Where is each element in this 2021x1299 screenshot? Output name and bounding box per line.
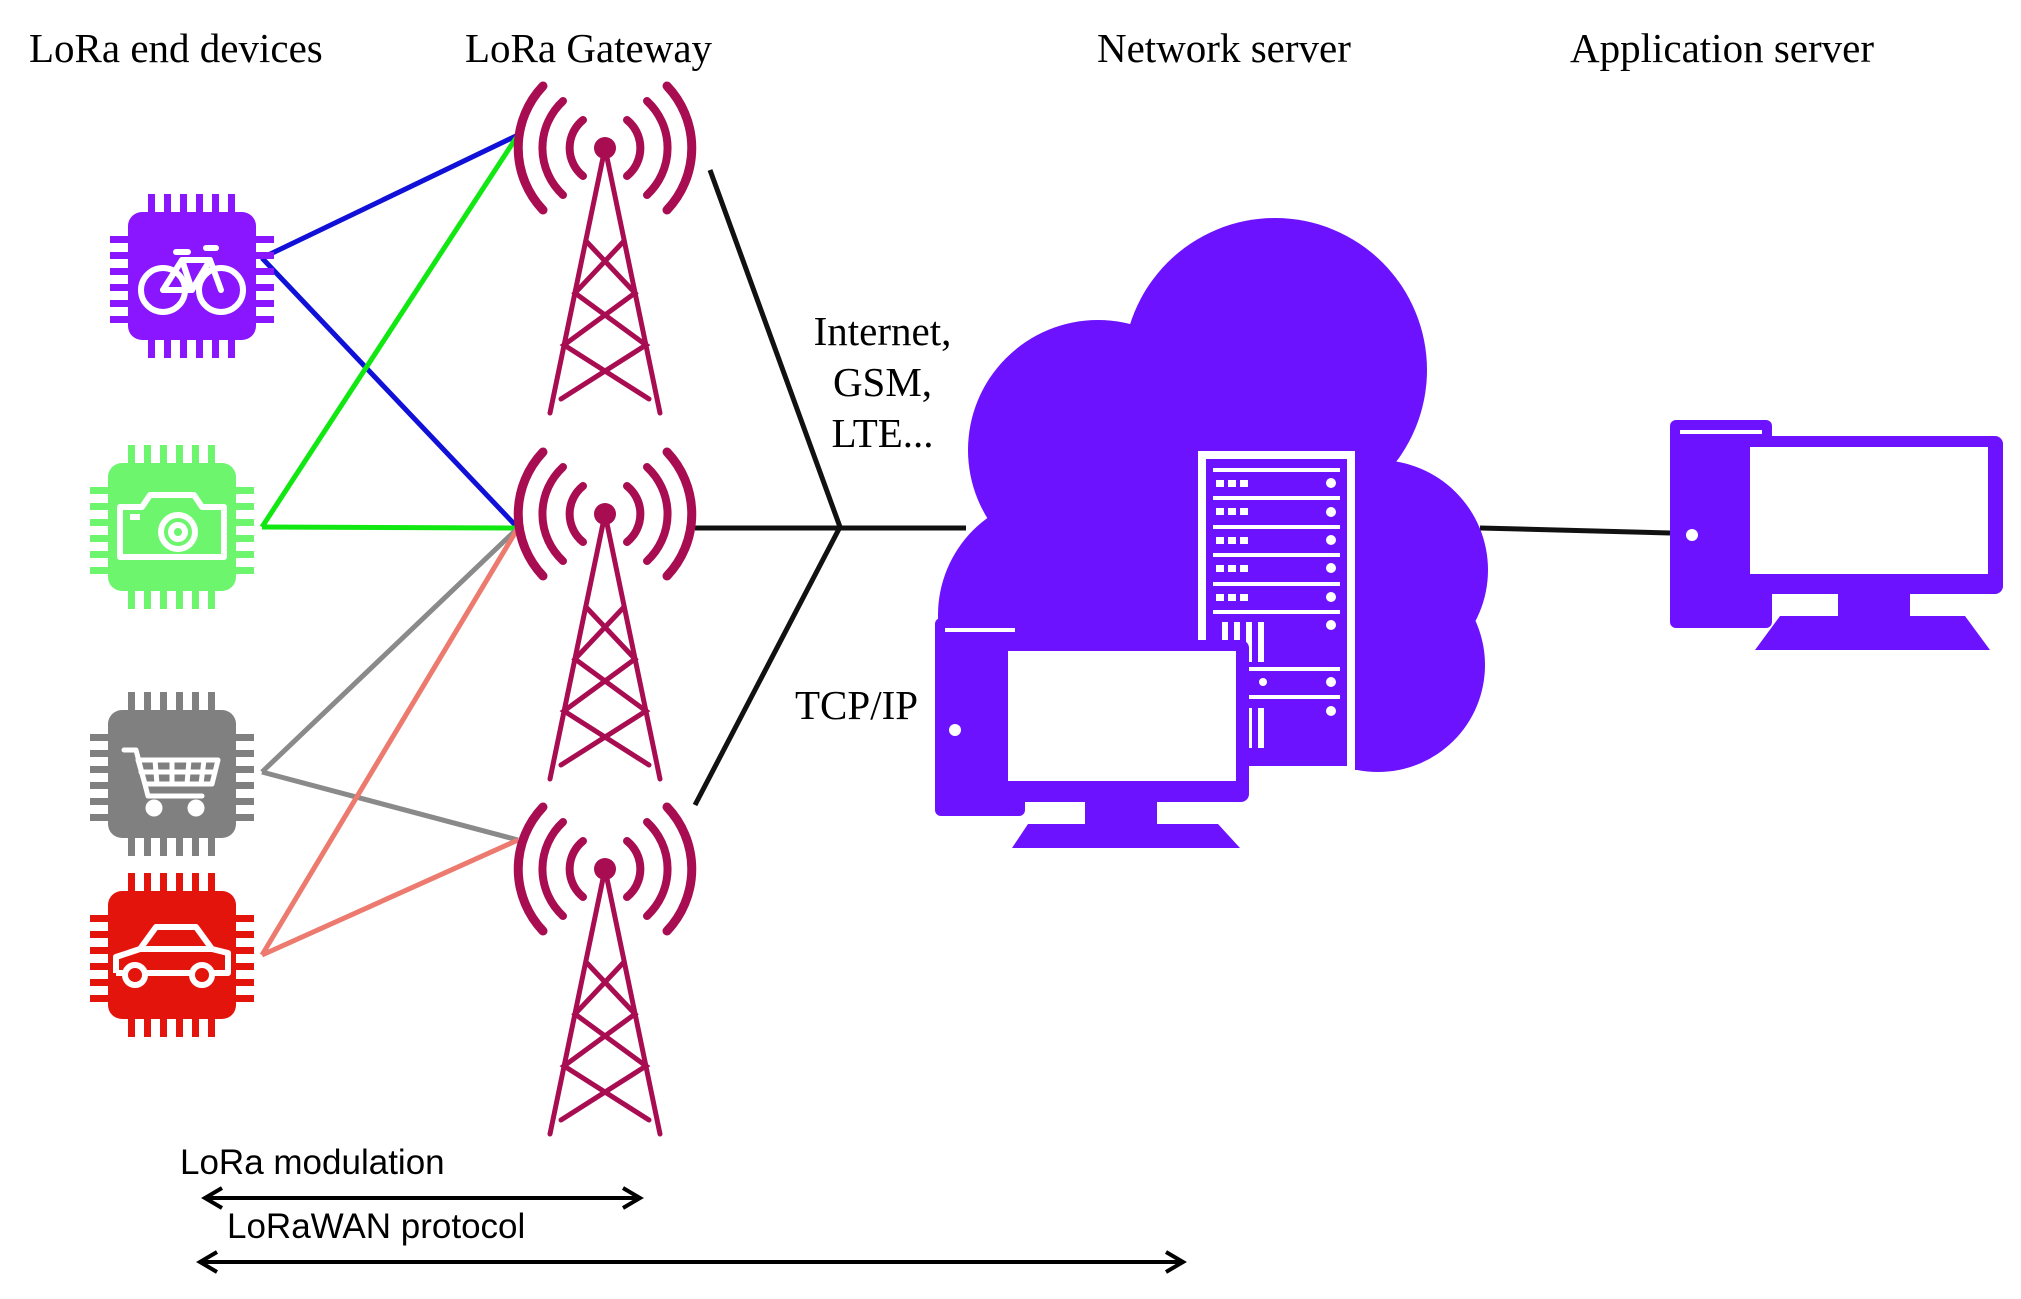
end-devices-header: LoRa end devices <box>29 25 323 71</box>
gateway-tower-2 <box>518 452 692 779</box>
device-bicycle <box>110 194 274 358</box>
link-bicycle-gateway2 <box>260 256 520 530</box>
link-camera-gateway1 <box>259 133 521 529</box>
gateway-tower-3 <box>518 807 692 1134</box>
network-server-header: Network server <box>1097 25 1351 71</box>
tcp-ip-label: TCP/IP <box>795 682 919 728</box>
link-bicycle-gateway1 <box>260 132 520 261</box>
application-workstation-icon <box>1670 420 2003 650</box>
lorawan-protocol-label: LoRaWAN protocol <box>227 1207 526 1246</box>
radio-links <box>259 132 521 958</box>
gateway-tower-1 <box>518 86 692 413</box>
link-car-gateway2 <box>259 526 521 957</box>
backhaul-line-internet: Internet, <box>813 308 952 354</box>
car-icon <box>113 924 231 988</box>
device-car <box>90 873 254 1037</box>
lorawan-protocol-arrow <box>196 1250 1187 1274</box>
gateway-header: LoRa Gateway <box>465 25 713 71</box>
backhaul-line-gsm: GSM, <box>832 359 933 405</box>
link-cart-gateway3 <box>261 769 519 843</box>
lora-modulation-label: LoRa modulation <box>180 1143 445 1182</box>
link-camera-gateway2 <box>261 524 519 531</box>
device-camera <box>90 445 254 609</box>
backhaul-line-lte: LTE... <box>831 410 934 456</box>
backhaul-links <box>692 169 1671 807</box>
camera-icon <box>117 492 227 560</box>
lora-modulation-arrow <box>201 1186 644 1210</box>
link-car-gateway3 <box>260 837 520 958</box>
backhaul-gateway3 <box>692 525 843 807</box>
application-server-header: Application server <box>1570 25 1874 71</box>
network-workstation-icon <box>935 618 1249 848</box>
backhaul-gateway1 <box>707 169 843 528</box>
link-cart-gateway2 <box>260 526 520 774</box>
link-network-application <box>1479 525 1671 536</box>
backhaul-label: Internet, GSM, LTE... <box>795 306 970 459</box>
server-rack-icon <box>1198 451 1355 774</box>
shopping-cart-icon <box>121 747 221 817</box>
bicycle-icon <box>138 245 246 315</box>
device-cart <box>90 692 254 856</box>
